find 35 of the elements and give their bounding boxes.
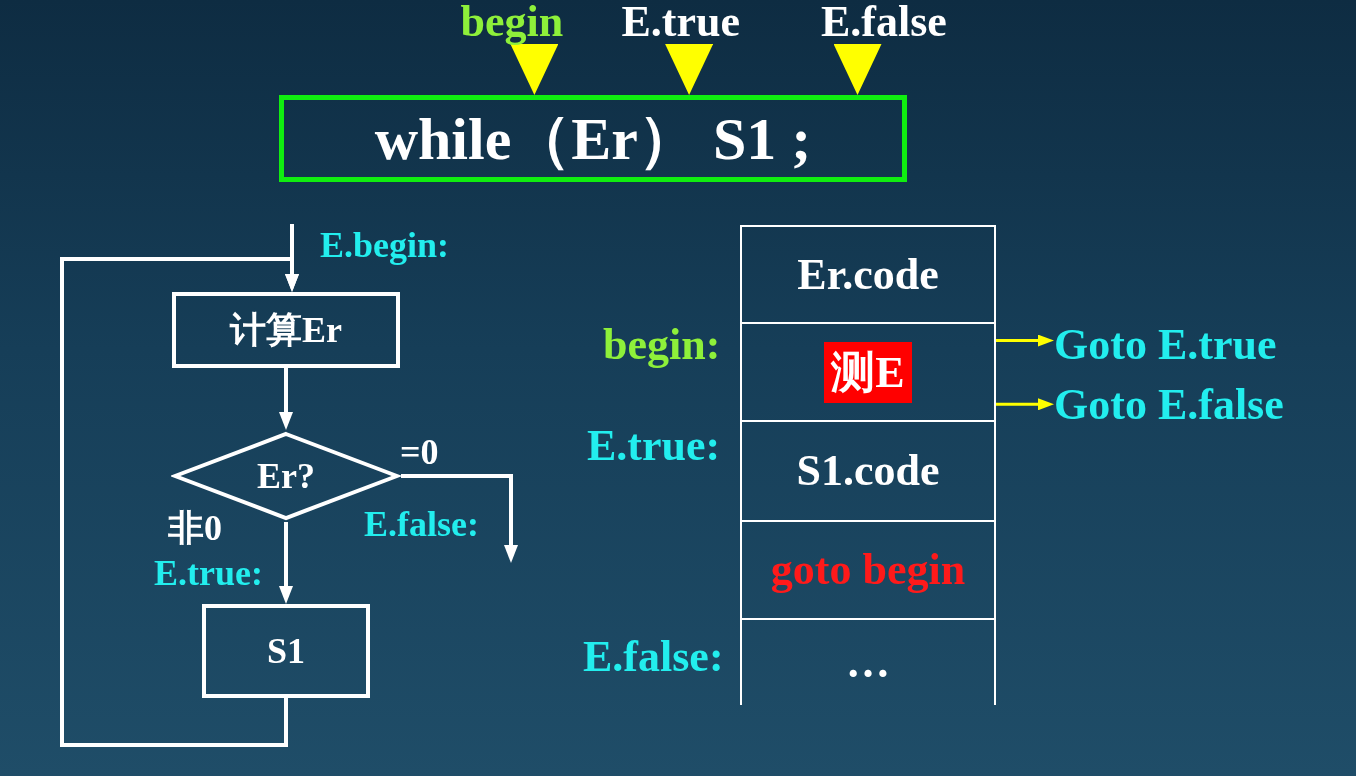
jump-label: Goto E.true <box>1054 323 1277 367</box>
address-label: E.true: <box>587 424 721 468</box>
code-label: begin <box>460 0 564 44</box>
code-box <box>279 95 907 182</box>
flow-arrow <box>401 474 518 563</box>
pointer-triangle <box>833 43 882 96</box>
flow-arrow <box>279 522 293 604</box>
pointer-triangle <box>510 43 559 96</box>
pointer-triangle <box>665 43 714 96</box>
edge-label: =0 <box>400 434 439 470</box>
process-box <box>172 292 400 368</box>
cell-text: Er.code <box>797 252 939 297</box>
code-cell <box>740 225 996 322</box>
arrow <box>996 334 1054 347</box>
arrow <box>996 398 1054 411</box>
code-label: E.false <box>821 0 947 44</box>
process-label: 计算Er <box>230 312 342 348</box>
cell-text: … <box>846 640 890 685</box>
code-cell <box>740 520 996 618</box>
address-label: E.false: <box>364 506 479 542</box>
edge-label: 非0 <box>168 510 222 546</box>
address-label: E.true: <box>154 555 263 591</box>
address-label: E.false: <box>583 635 724 679</box>
code-label: E.true <box>621 0 741 44</box>
process-label: S1 <box>267 633 305 669</box>
highlighted-text: 测E <box>824 341 912 403</box>
flow-arrow <box>279 368 293 430</box>
loop-arrow <box>60 257 299 747</box>
address-label: begin: <box>603 323 721 367</box>
decision-label: Er? <box>257 458 315 494</box>
edge-label: E.begin: <box>320 227 450 263</box>
code-text: while（Er） S1 ; <box>374 108 812 169</box>
jump-label: Goto E.false <box>1054 383 1284 427</box>
cell-text: goto begin <box>770 548 966 592</box>
cell-text: S1.code <box>796 449 940 493</box>
